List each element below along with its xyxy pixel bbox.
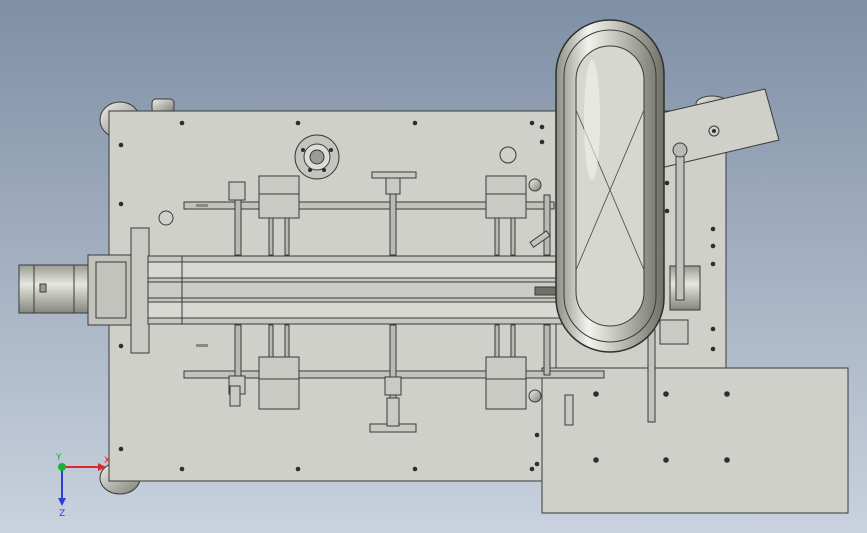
bearing-blocks-lower[interactable] [228, 356, 527, 433]
slot-mark-lower [196, 344, 208, 347]
conveyor-beam[interactable] [147, 255, 566, 325]
axis-z-label: Z [59, 509, 65, 519]
mounting-holes [118, 120, 730, 472]
side-cylinder[interactable] [647, 142, 701, 423]
axis-x-label: X [104, 456, 110, 466]
orientation-triad: X Y Z [55, 453, 110, 519]
slot-mark-upper [196, 204, 208, 207]
axis-y-label: Y [55, 453, 62, 463]
clamp-handles[interactable] [528, 178, 574, 426]
bearing-blocks-upper[interactable] [228, 171, 527, 219]
vertical-rods [234, 174, 551, 426]
upper-rail[interactable] [183, 201, 555, 210]
bearing-flange[interactable] [294, 134, 340, 180]
stepper-motor[interactable] [18, 227, 150, 354]
drum-tank[interactable] [555, 19, 665, 353]
lower-right-box[interactable] [541, 367, 849, 514]
